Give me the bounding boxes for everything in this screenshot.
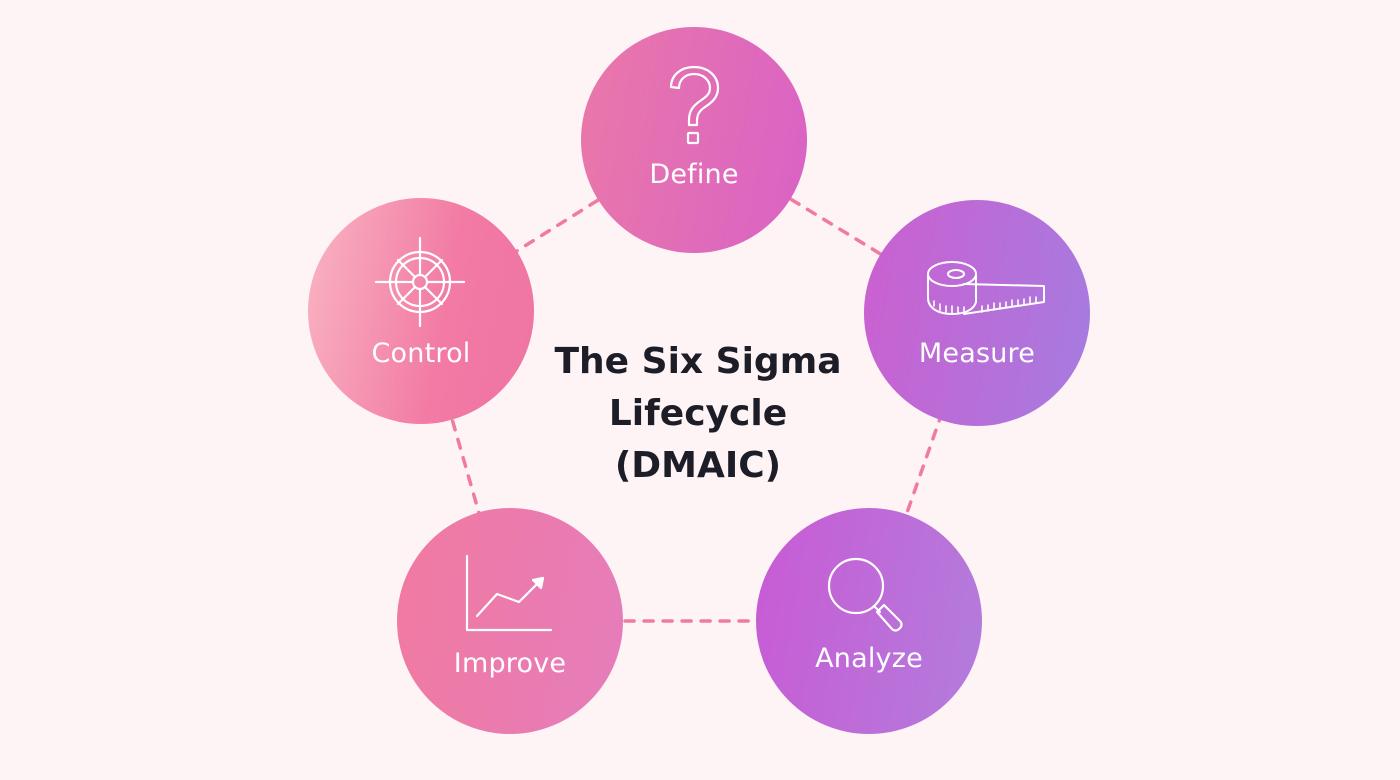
step-improve: Improve xyxy=(397,508,623,734)
step-label-analyze: Analyze xyxy=(815,643,923,674)
step-label-define: Define xyxy=(649,159,739,190)
magnifying-glass-icon xyxy=(756,508,982,648)
question-mark-icon xyxy=(581,27,807,167)
step-label-improve: Improve xyxy=(453,648,567,679)
step-label-control: Control xyxy=(371,338,471,369)
step-define: Define xyxy=(581,27,807,253)
growth-chart-icon xyxy=(397,508,623,648)
step-analyze: Analyze xyxy=(756,508,982,734)
diagram-title: The Six Sigma Lifecycle (DMAIC) xyxy=(554,341,842,486)
step-measure: Measure xyxy=(864,200,1090,426)
step-label-measure: Measure xyxy=(918,338,1036,369)
step-control: Control xyxy=(308,198,534,424)
measuring-tape-icon xyxy=(864,200,1090,340)
ship-wheel-icon xyxy=(308,198,534,338)
